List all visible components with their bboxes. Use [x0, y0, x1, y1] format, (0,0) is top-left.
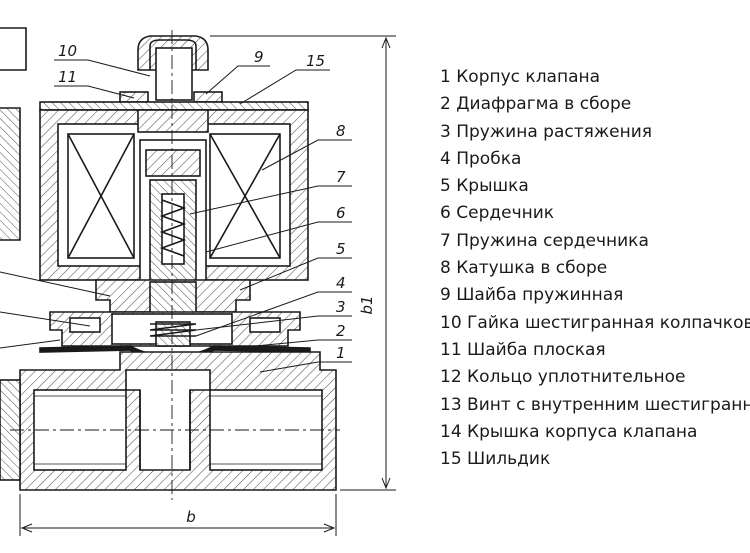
- leader-8: [261, 139, 352, 171]
- leader-1: [259, 361, 352, 373]
- legend-item: 1 Корпус клапана: [440, 67, 601, 87]
- leader-9: [205, 65, 270, 95]
- leader-7: [189, 185, 352, 215]
- legend-item: 4 Пробка: [440, 148, 522, 169]
- leader-10: [54, 59, 151, 77]
- leader-15: [239, 69, 330, 105]
- tension-spring: [149, 323, 197, 337]
- callout-1: 1: [336, 344, 346, 362]
- legend-item: 2 Диафрагма в сборе: [440, 94, 632, 115]
- side-bracket: [0, 107, 21, 241]
- callout-15: 15: [306, 52, 325, 70]
- legend-item: 13 Винт с внутренним шестигранником: [440, 394, 750, 415]
- dim-b-label: b: [186, 508, 196, 526]
- callout-8: 8: [336, 122, 346, 140]
- valve-section-drawing: b1 b 10 11 9 15 8 7 6 5 4 3 2 1: [0, 27, 396, 536]
- legend-item: 6 Сердечник: [440, 203, 555, 224]
- legend-item: 11 Шайба плоская: [440, 339, 606, 360]
- side-housing: [0, 27, 27, 71]
- spring-washer: [193, 91, 223, 103]
- leader-3: [195, 315, 352, 331]
- callout-3: 3: [336, 298, 346, 316]
- callout-6: 6: [336, 204, 346, 222]
- core-tube: [137, 109, 209, 133]
- callout-4: 4: [336, 274, 346, 292]
- callout-9: 9: [254, 48, 264, 66]
- legend-item: 14 Крышка корпуса клапана: [440, 421, 698, 442]
- legend-item: 15 Шильдик: [440, 449, 551, 470]
- core-spring: [159, 199, 187, 257]
- callout-7: 7: [336, 168, 346, 186]
- leader-2: [213, 339, 352, 351]
- leader-6: [205, 221, 352, 253]
- leader-4: [195, 291, 352, 337]
- legend-item: 3 Пружина растяжения: [440, 121, 653, 142]
- legend-item: 9 Шайба пружинная: [440, 285, 624, 306]
- flat-washer: [119, 91, 149, 103]
- nameplate: [39, 101, 309, 111]
- callout-11: 11: [58, 68, 77, 86]
- parts-legend: 1 Корпус клапана 2 Диафрагма в сборе 3 П…: [440, 64, 750, 473]
- legend-item: 10 Гайка шестигранная колпачковая: [440, 312, 750, 333]
- legend-item: 7 Пружина сердечника: [440, 230, 649, 251]
- leader-11: [54, 85, 135, 99]
- legend-item: 5 Крышка: [440, 176, 529, 197]
- callout-10: 10: [58, 42, 77, 60]
- callout-5: 5: [336, 240, 346, 258]
- leader-5: [239, 257, 352, 291]
- legend-item: 12 Кольцо уплотнительное: [440, 367, 686, 388]
- legend-item: 8 Катушка в сборе: [440, 258, 608, 279]
- callout-2: 2: [336, 322, 346, 340]
- dim-b1-label: b1: [358, 295, 376, 314]
- cap-nut-stud: [155, 47, 193, 101]
